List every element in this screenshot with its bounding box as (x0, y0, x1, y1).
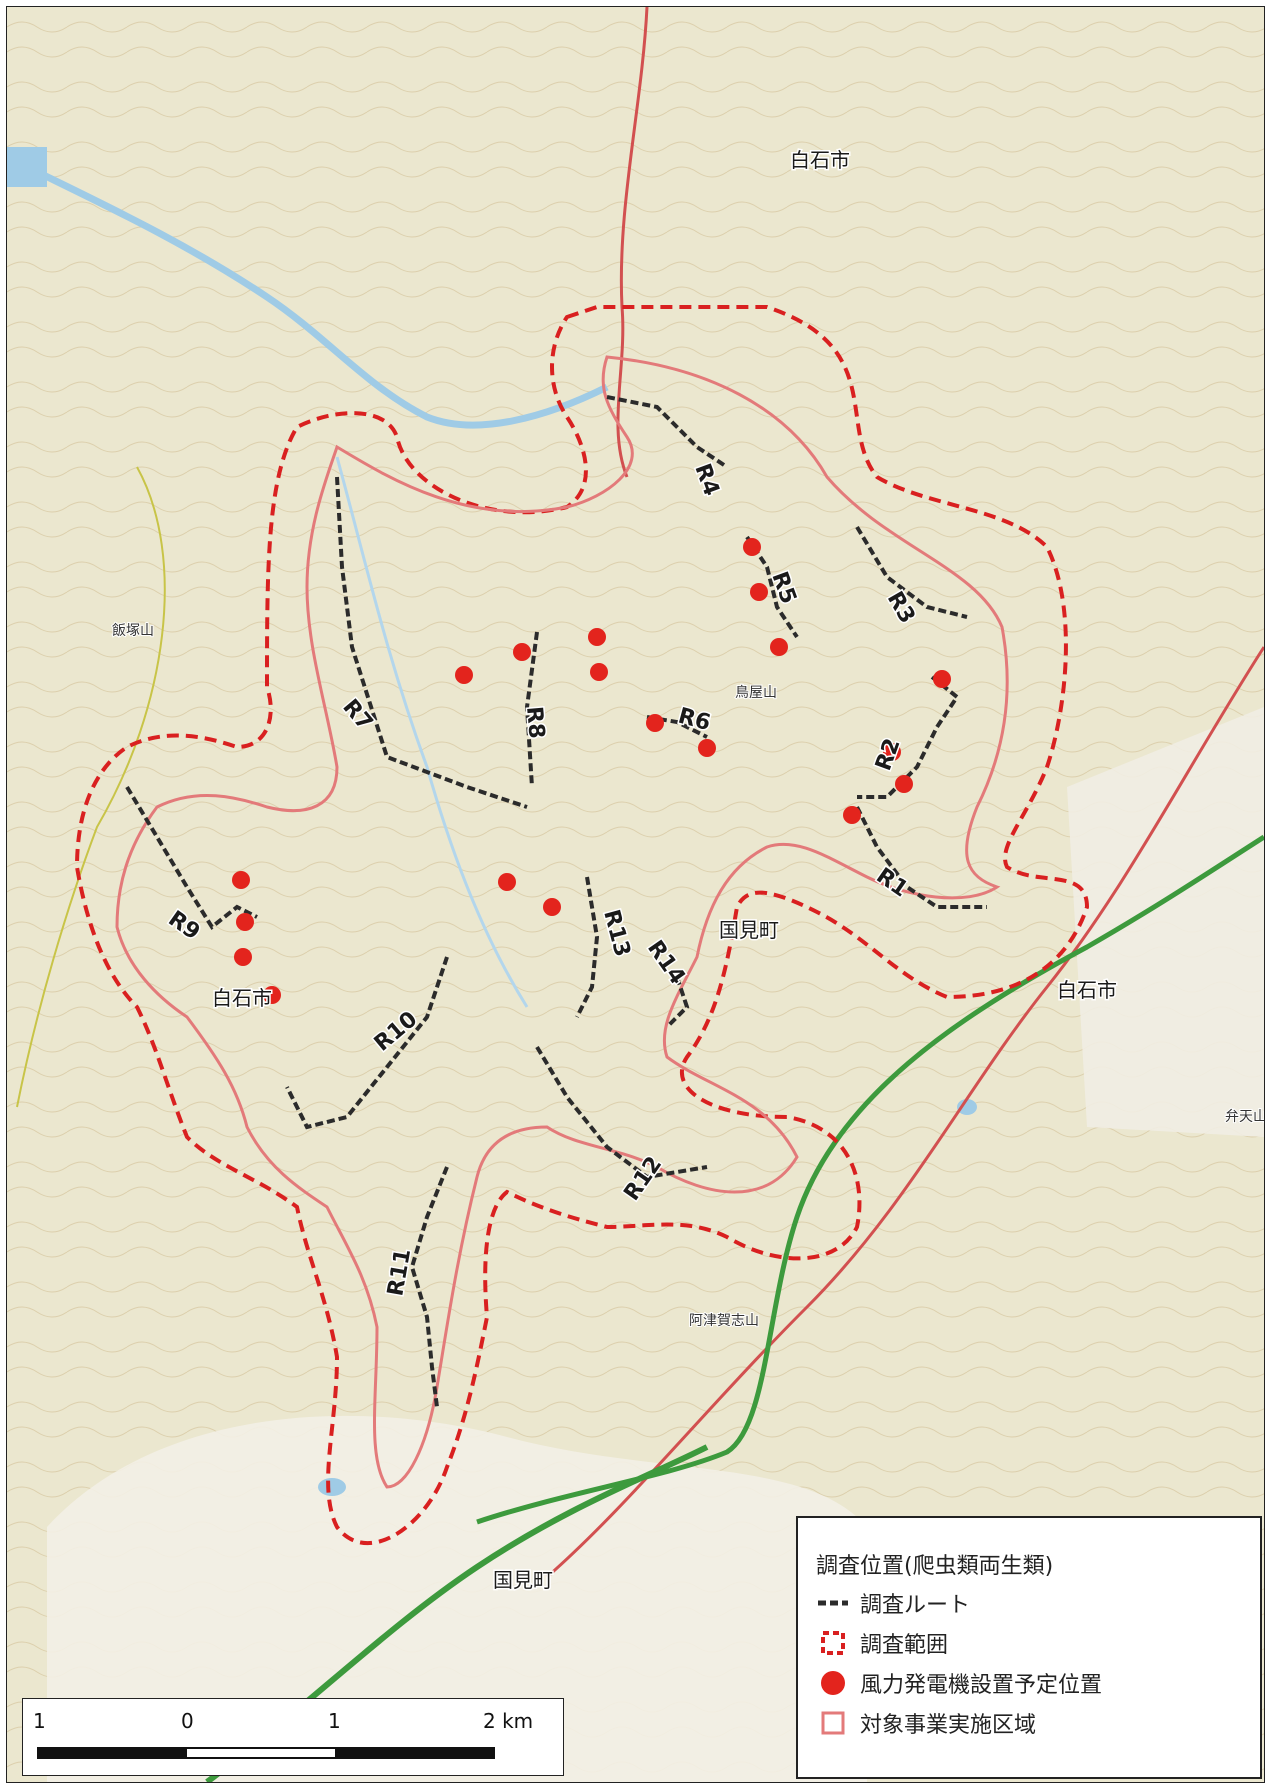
turbine-marker (455, 666, 473, 684)
turbine-marker (888, 748, 890, 750)
turbine-marker (770, 638, 788, 656)
scale-bar-graphic (37, 1747, 495, 1759)
route-r4-line (606, 395, 729, 469)
survey-range-boundary (74, 305, 1090, 1546)
topographic-map: R1 R2 R3 R4 R5 R6 R7 R8 R9 R10 R11 R12 R… (7, 7, 1264, 1782)
legend-item-range: 調査範囲 (816, 1626, 948, 1660)
mountain-label-west: 飯塚山 (112, 622, 154, 639)
urban-area-east (1067, 707, 1264, 1137)
route-r8-line (524, 631, 539, 788)
route-r12-line (535, 1045, 708, 1180)
turbine-marker (232, 871, 250, 889)
route-r9-line (125, 785, 258, 930)
mountain-label-south: 阿津賀志山 (689, 1313, 759, 1329)
route-r6-line (646, 715, 708, 739)
place-label-kunimi-south: 国見町 (493, 1568, 553, 1592)
route-r13-line (575, 876, 600, 1018)
turbine-marker (498, 873, 516, 891)
route-r3-line (855, 525, 968, 619)
turbine-marker (513, 643, 531, 661)
route-r14-line (665, 976, 690, 1029)
place-label-shiroishi-east: 白石市 (1057, 978, 1117, 1002)
wind-turbine-markers (232, 538, 951, 1004)
scale-tick-one: 1 (328, 1709, 341, 1733)
turbine-marker (933, 670, 951, 688)
red-dot-icon (816, 1666, 850, 1700)
turbine-marker (883, 743, 901, 761)
pond-south (318, 1478, 346, 1496)
place-label-shiroishi-north: 白石市 (790, 148, 850, 172)
major-road-diagonal (546, 646, 1264, 1579)
pond-east (957, 1099, 977, 1115)
route-label-r8: R8 (521, 705, 549, 739)
legend-title: 調査位置(爬虫類両生類) (816, 1554, 1054, 1579)
scale-tick-minus-one: 1 (33, 1709, 46, 1733)
turbine-marker (234, 948, 252, 966)
stream-central (335, 456, 529, 1008)
legend-label-route: 調査ルート (860, 1593, 971, 1618)
outline-square-icon (816, 1706, 850, 1740)
scale-tick-zero: 0 (181, 1709, 194, 1733)
turbine-marker (698, 739, 716, 757)
turbine-marker (895, 775, 913, 793)
route-r10-line (285, 956, 449, 1130)
turbine-marker (543, 898, 561, 916)
route-r2-line (857, 675, 960, 799)
project-area-boundary (115, 355, 1009, 1489)
legend-label-range: 調査範囲 (860, 1633, 949, 1658)
scale-tick-two-km: 2 km (483, 1709, 534, 1733)
turbine-marker (750, 583, 768, 601)
route-r1-line (855, 806, 987, 909)
scale-segment-white (187, 1749, 335, 1757)
legend-item-area: 対象事業実施区域 (816, 1706, 1036, 1740)
route-r11-line (409, 1166, 449, 1408)
scale-segment-black-2 (335, 1749, 493, 1757)
survey-routes (125, 395, 987, 1408)
reservoir (7, 147, 47, 187)
turbine-marker (590, 663, 608, 681)
place-label-kunimi-central: 国見町 (719, 918, 779, 942)
map-legend: 調査位置(爬虫類両生類) 調査ルート 調査範囲 風力発電機設置予定位置 対象事業… (796, 1516, 1262, 1779)
place-labels: 白石市 国見町 白石市 白石市 国見町 (211, 147, 1119, 1594)
legend-item-turbine: 風力発電機設置予定位置 (816, 1666, 1102, 1700)
turbine-marker (843, 806, 861, 824)
dashed-square-icon (816, 1626, 850, 1660)
mountain-labels: 飯塚山 鳥屋山 阿津賀志山 弁天山 (111, 621, 1264, 1330)
turbine-marker (236, 913, 254, 931)
prefectural-road-west (16, 466, 166, 1108)
legend-label-area: 対象事業実施区域 (860, 1713, 1037, 1738)
dashed-line-icon (816, 1586, 850, 1620)
mountain-label-central: 鳥屋山 (735, 685, 777, 701)
turbine-marker (646, 714, 664, 732)
turbine-marker (263, 986, 281, 1004)
map-canvas[interactable]: R1 R2 R3 R4 R5 R6 R7 R8 R9 R10 R11 R12 R… (6, 6, 1265, 1783)
legend-label-turbine: 風力発電機設置予定位置 (860, 1673, 1103, 1698)
expressway-branch (476, 834, 1264, 1525)
turbine-marker (588, 628, 606, 646)
turbine-marker (743, 538, 761, 556)
mountain-label-east: 弁天山 (1225, 1109, 1264, 1125)
urban-area-south (47, 1415, 867, 1782)
route-r7-line (335, 476, 528, 809)
place-label-shiroishi-west: 白石市 (212, 986, 272, 1010)
legend-item-route: 調査ルート (816, 1586, 970, 1620)
scale-bar: 1 0 1 2 km (22, 1698, 564, 1776)
scale-segment-black (39, 1749, 187, 1757)
river-shiroishi (7, 153, 609, 429)
